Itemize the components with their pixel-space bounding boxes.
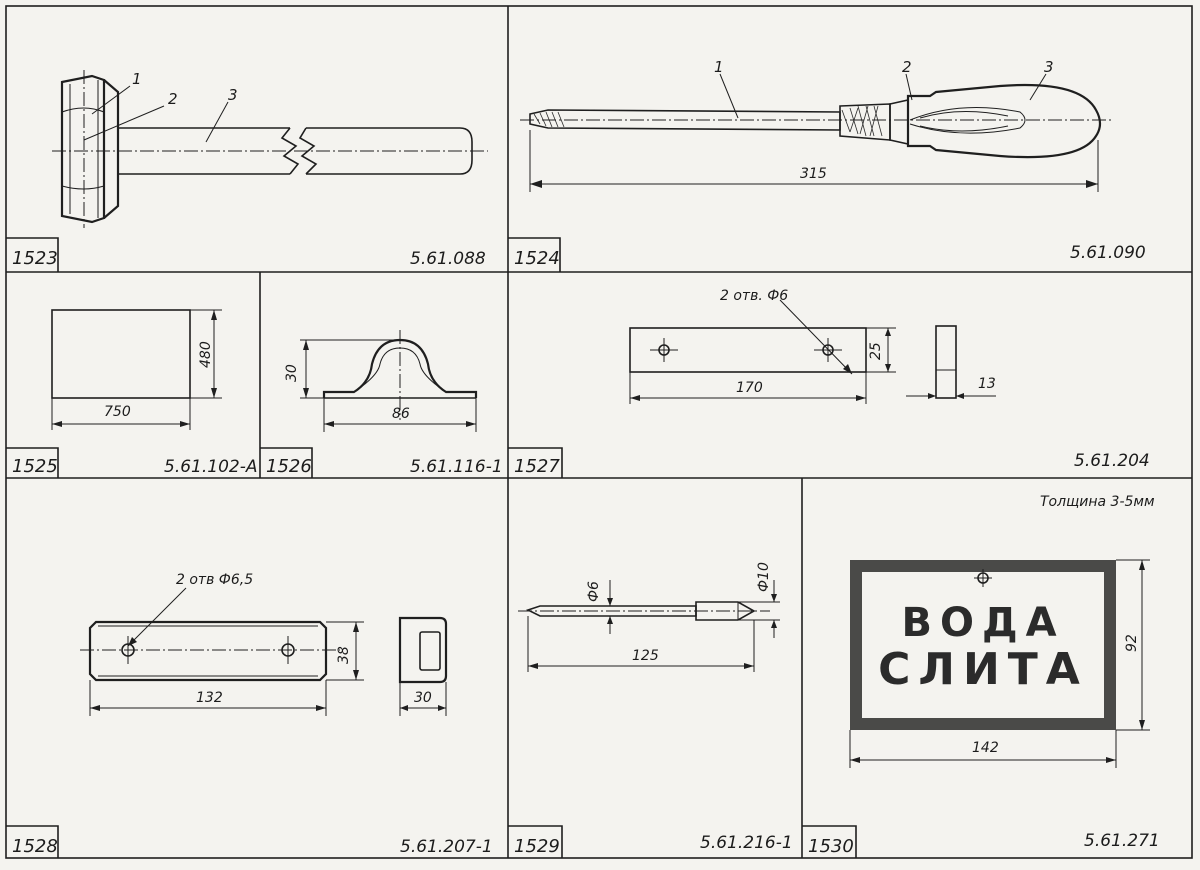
number-tabs <box>6 237 857 858</box>
screwdriver-label-1: 1 <box>714 58 724 76</box>
dim-length: 132 <box>196 690 223 706</box>
panel-number: 1524 <box>514 248 560 269</box>
panel-number: 1530 <box>808 836 854 857</box>
panel-1523: 1 2 3 1523 5.61.088 <box>12 70 488 269</box>
note-holes: 2 отв. Ф6 <box>720 288 788 304</box>
plate-outline <box>51 309 191 399</box>
pin-head <box>695 601 756 621</box>
screwdriver-label-2: 2 <box>902 58 912 76</box>
screwdriver-drawing <box>520 73 1112 192</box>
dim-diameter-head: Ф10 <box>756 562 772 592</box>
dim-diameter-shaft: Ф6 <box>586 581 602 602</box>
panel-code: 5.61.271 <box>1084 831 1160 851</box>
panel-code: 5.61.216-1 <box>700 833 793 853</box>
panel-number: 1529 <box>514 836 560 857</box>
panel-1530: Толщина 3-5мм ВОДА СЛИТА 92 142 1530 5.6… <box>808 494 1160 857</box>
bracket-side-view <box>398 616 448 684</box>
sign-line-2: СЛИТА <box>878 644 1088 695</box>
panel-code: 5.61.102-А <box>164 457 257 477</box>
dim-height: 92 <box>1124 634 1140 652</box>
panel-code: 5.61.207-1 <box>400 837 493 857</box>
dim-height: 25 <box>868 342 884 360</box>
panel-code: 5.61.116-1 <box>410 457 503 477</box>
panel-number: 1523 <box>12 248 58 269</box>
strip-outline <box>629 327 867 373</box>
panel-1527: 2 отв. Ф6 25 170 13 1527 5.61.204 <box>514 288 1150 477</box>
dim-height: 480 <box>198 341 214 368</box>
dim-height: 30 <box>284 364 300 382</box>
dim-width: 750 <box>104 404 131 420</box>
hammer-label-2: 2 <box>168 90 178 108</box>
panel-1528: 2 отв Ф6,5 38 132 30 1528 5.61.207-1 <box>12 572 493 857</box>
sign-line-1: ВОДА <box>901 600 1064 646</box>
panel-1524: 1 2 3 315 1524 5.61.090 <box>514 58 1146 269</box>
hammer-label-1: 1 <box>132 70 142 88</box>
screwdriver-label-3: 3 <box>1044 58 1054 76</box>
strip-side-view <box>935 325 957 399</box>
dim-width: 86 <box>392 406 410 422</box>
sign-plate: ВОДА СЛИТА <box>850 560 1116 730</box>
panel-1526: 30 86 1526 5.61.116-1 <box>266 330 503 477</box>
panel-number: 1528 <box>12 836 58 857</box>
panel-1529: Ф6 Ф10 125 1529 5.61.216-1 <box>514 562 793 857</box>
dim-depth: 30 <box>414 690 432 706</box>
panel-code: 5.61.088 <box>410 249 486 269</box>
panel-1525: 750 480 1525 5.61.102-А <box>12 309 257 477</box>
sheet-grid <box>5 5 1193 859</box>
dim-thickness: 13 <box>978 376 996 392</box>
dim-length: 125 <box>632 648 659 664</box>
thickness-note: Толщина 3-5мм <box>1040 494 1155 510</box>
panel-number: 1527 <box>514 456 560 477</box>
hammer-drawing <box>52 70 488 228</box>
bracket-outline <box>88 620 328 682</box>
panel-number: 1526 <box>266 456 312 477</box>
dim-width: 142 <box>972 740 999 756</box>
hammer-label-3: 3 <box>228 86 238 104</box>
dim-length: 170 <box>736 380 763 396</box>
panel-number: 1525 <box>12 456 58 477</box>
panel-code: 5.61.204 <box>1074 451 1150 471</box>
panel-code: 5.61.090 <box>1070 243 1146 263</box>
dim-height: 38 <box>336 646 352 664</box>
note-holes: 2 отв Ф6,5 <box>176 572 253 588</box>
dim-length: 315 <box>800 166 827 182</box>
